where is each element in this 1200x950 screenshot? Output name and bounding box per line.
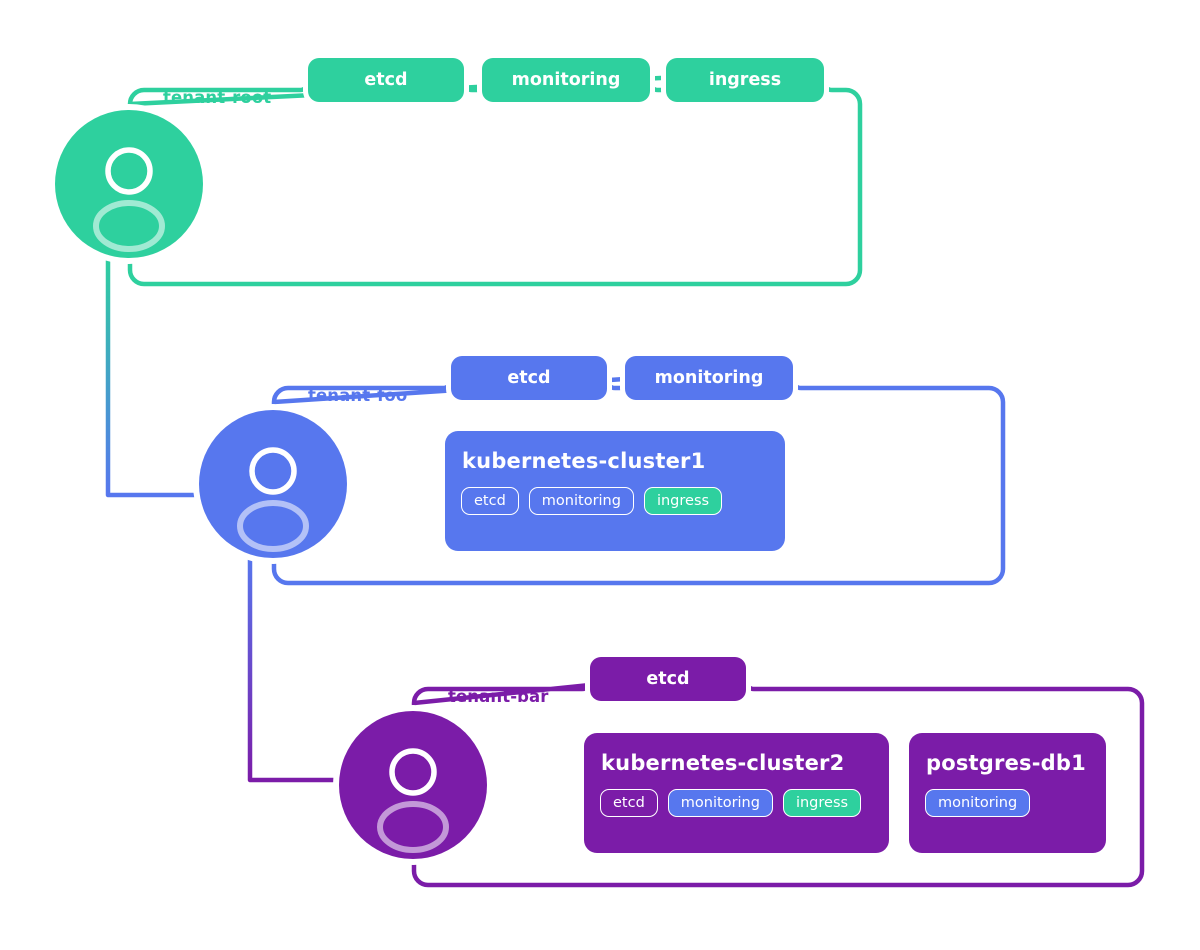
tenant-label-bar: tenant-bar (448, 687, 549, 706)
resource-pill-row: etcd monitoring ingress (461, 487, 769, 515)
header-badge-root-etcd[interactable]: etcd (308, 58, 464, 102)
resource-card-kubernetes-cluster2[interactable]: kubernetes-cluster2 etcd monitoring ingr… (584, 733, 889, 853)
resource-pill-monitoring[interactable]: monitoring (528, 487, 634, 515)
header-badge-foo-monitoring[interactable]: monitoring (625, 356, 793, 400)
resource-card-postgres-db1[interactable]: postgres-db1 monitoring (909, 733, 1106, 853)
resource-pill-row: monitoring (925, 789, 1090, 817)
avatar-tenant-root[interactable] (55, 110, 203, 258)
header-badge-label: monitoring (511, 70, 621, 90)
resource-card-title: kubernetes-cluster2 (601, 751, 845, 775)
header-badge-label: etcd (507, 368, 551, 388)
header-badge-label: monitoring (654, 368, 764, 388)
resource-pill-ingress[interactable]: ingress (782, 789, 862, 817)
resource-pill-etcd[interactable]: etcd (600, 789, 658, 817)
avatar-tenant-foo[interactable] (199, 410, 347, 558)
header-badge-label: etcd (646, 669, 690, 689)
user-avatar-icon (93, 147, 165, 252)
header-badge-label: ingress (708, 70, 782, 90)
connector-root-to-foo (105, 255, 200, 498)
resource-card-title: kubernetes-cluster1 (462, 449, 706, 473)
resource-pill-row: etcd monitoring ingress (600, 789, 873, 817)
tenant-label-foo: tenant-foo (308, 386, 408, 405)
avatar-tenant-bar[interactable] (339, 711, 487, 859)
connector-foo-to-bar (247, 556, 340, 783)
tenant-label-root: tenant-root (163, 88, 272, 107)
resource-pill-monitoring[interactable]: monitoring (667, 789, 773, 817)
resource-pill-monitoring[interactable]: monitoring (925, 789, 1031, 817)
user-avatar-icon (237, 447, 309, 552)
user-avatar-icon (377, 748, 449, 853)
header-badge-bar-etcd[interactable]: etcd (590, 657, 746, 701)
header-badge-root-ingress[interactable]: ingress (666, 58, 824, 102)
resource-pill-ingress[interactable]: ingress (643, 487, 723, 515)
resource-card-title: postgres-db1 (926, 751, 1086, 775)
resource-pill-etcd[interactable]: etcd (461, 487, 519, 515)
header-badge-foo-etcd[interactable]: etcd (451, 356, 607, 400)
resource-card-kubernetes-cluster1[interactable]: kubernetes-cluster1 etcd monitoring ingr… (445, 431, 785, 551)
header-badge-root-monitoring[interactable]: monitoring (482, 58, 650, 102)
header-badge-label: etcd (364, 70, 408, 90)
